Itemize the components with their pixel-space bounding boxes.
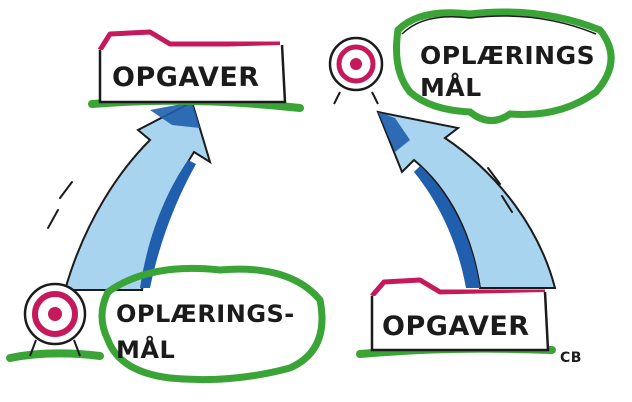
goal-bottom-cloud — [98, 264, 326, 384]
task-box-bottom: OPGAVER — [356, 277, 556, 358]
task-box-bottom-label: OPGAVER — [382, 311, 530, 342]
task-box-bottom-roof — [370, 277, 545, 298]
motion-line-left-2 — [59, 181, 73, 199]
target-top-ring — [336, 44, 376, 84]
goal-top: OPLÆRINGS MÅL — [328, 8, 615, 124]
target-top-legs — [333, 91, 379, 105]
arrow-right-tip-shade — [378, 112, 410, 152]
task-box-bottom-frame — [370, 291, 550, 352]
arrow-left-body — [63, 100, 212, 291]
goal-bottom-ground — [6, 349, 104, 362]
task-box-top-frame — [98, 44, 287, 104]
goal-top-label-line1: OPLÆRINGS — [420, 41, 595, 70]
goal-bottom-label-line2: MÅL — [116, 335, 175, 364]
goal-top-cloud-outline — [401, 15, 597, 35]
goal-bottom: OPLÆRINGS- MÅL — [6, 264, 326, 384]
task-box-top-label: OPGAVER — [112, 62, 260, 93]
target-bottom-bullseye — [48, 307, 62, 321]
artist-signature: CB — [560, 350, 582, 366]
task-box-top-roof — [97, 29, 280, 52]
motion-line-left-1 — [47, 209, 59, 229]
arrow-right-shade — [414, 166, 480, 288]
arrow-right — [376, 110, 557, 289]
arrow-left-tip-shade — [150, 102, 200, 128]
arrow-left-shade — [140, 160, 196, 288]
goal-top-label-line2: MÅL — [420, 73, 482, 102]
target-bottom-ring — [32, 291, 78, 337]
task-box-top: OPGAVER — [88, 29, 304, 112]
target-icon-bottom — [23, 282, 87, 357]
motion-line-right-1 — [487, 167, 501, 185]
motion-line-right-2 — [501, 195, 513, 213]
arrow-left — [47, 100, 212, 291]
goal-bottom-label-line1: OPLÆRINGS- — [116, 300, 295, 328]
target-top-bullseye — [350, 58, 362, 70]
goal-top-cloud — [393, 8, 615, 124]
target-bottom-legs — [29, 339, 81, 357]
target-icon-top — [328, 36, 384, 105]
